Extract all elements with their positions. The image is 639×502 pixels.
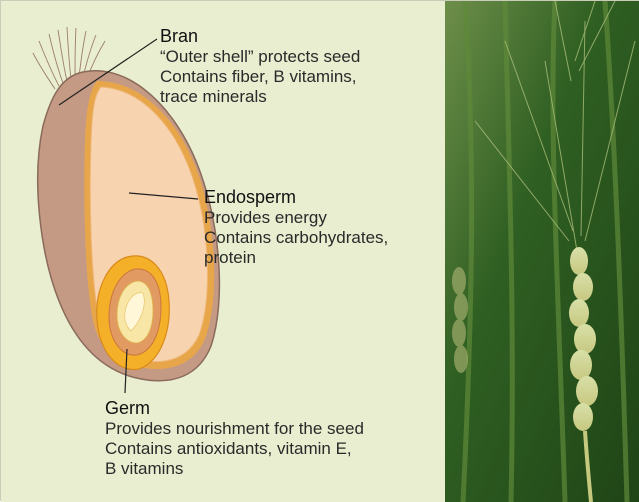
germ-desc-line: B vitamins (105, 459, 364, 479)
endosperm-desc-line: protein (204, 248, 388, 268)
wheat-photo (445, 1, 639, 502)
bran-callout: Bran “Outer shell” protects seed Contain… (160, 26, 360, 107)
endosperm-desc-line: Provides energy (204, 208, 388, 228)
bran-desc-line: “Outer shell” protects seed (160, 47, 360, 67)
germ-desc-line: Provides nourishment for the seed (105, 419, 364, 439)
bran-desc-line: Contains fiber, B vitamins, (160, 67, 360, 87)
endosperm-callout: Endosperm Provides energy Contains carbo… (204, 187, 388, 268)
germ-title: Germ (105, 398, 364, 418)
endosperm-desc-line: Contains carbohydrates, (204, 228, 388, 248)
germ-callout: Germ Provides nourishment for the seed C… (105, 398, 364, 479)
bran-title: Bran (160, 26, 360, 46)
bran-desc-line: trace minerals (160, 87, 360, 107)
germ-desc-line: Contains antioxidants, vitamin E, (105, 439, 364, 459)
wheat-field-image (445, 1, 639, 502)
kernel-diagram-panel: Bran “Outer shell” protects seed Contain… (1, 1, 445, 502)
endosperm-title: Endosperm (204, 187, 388, 207)
